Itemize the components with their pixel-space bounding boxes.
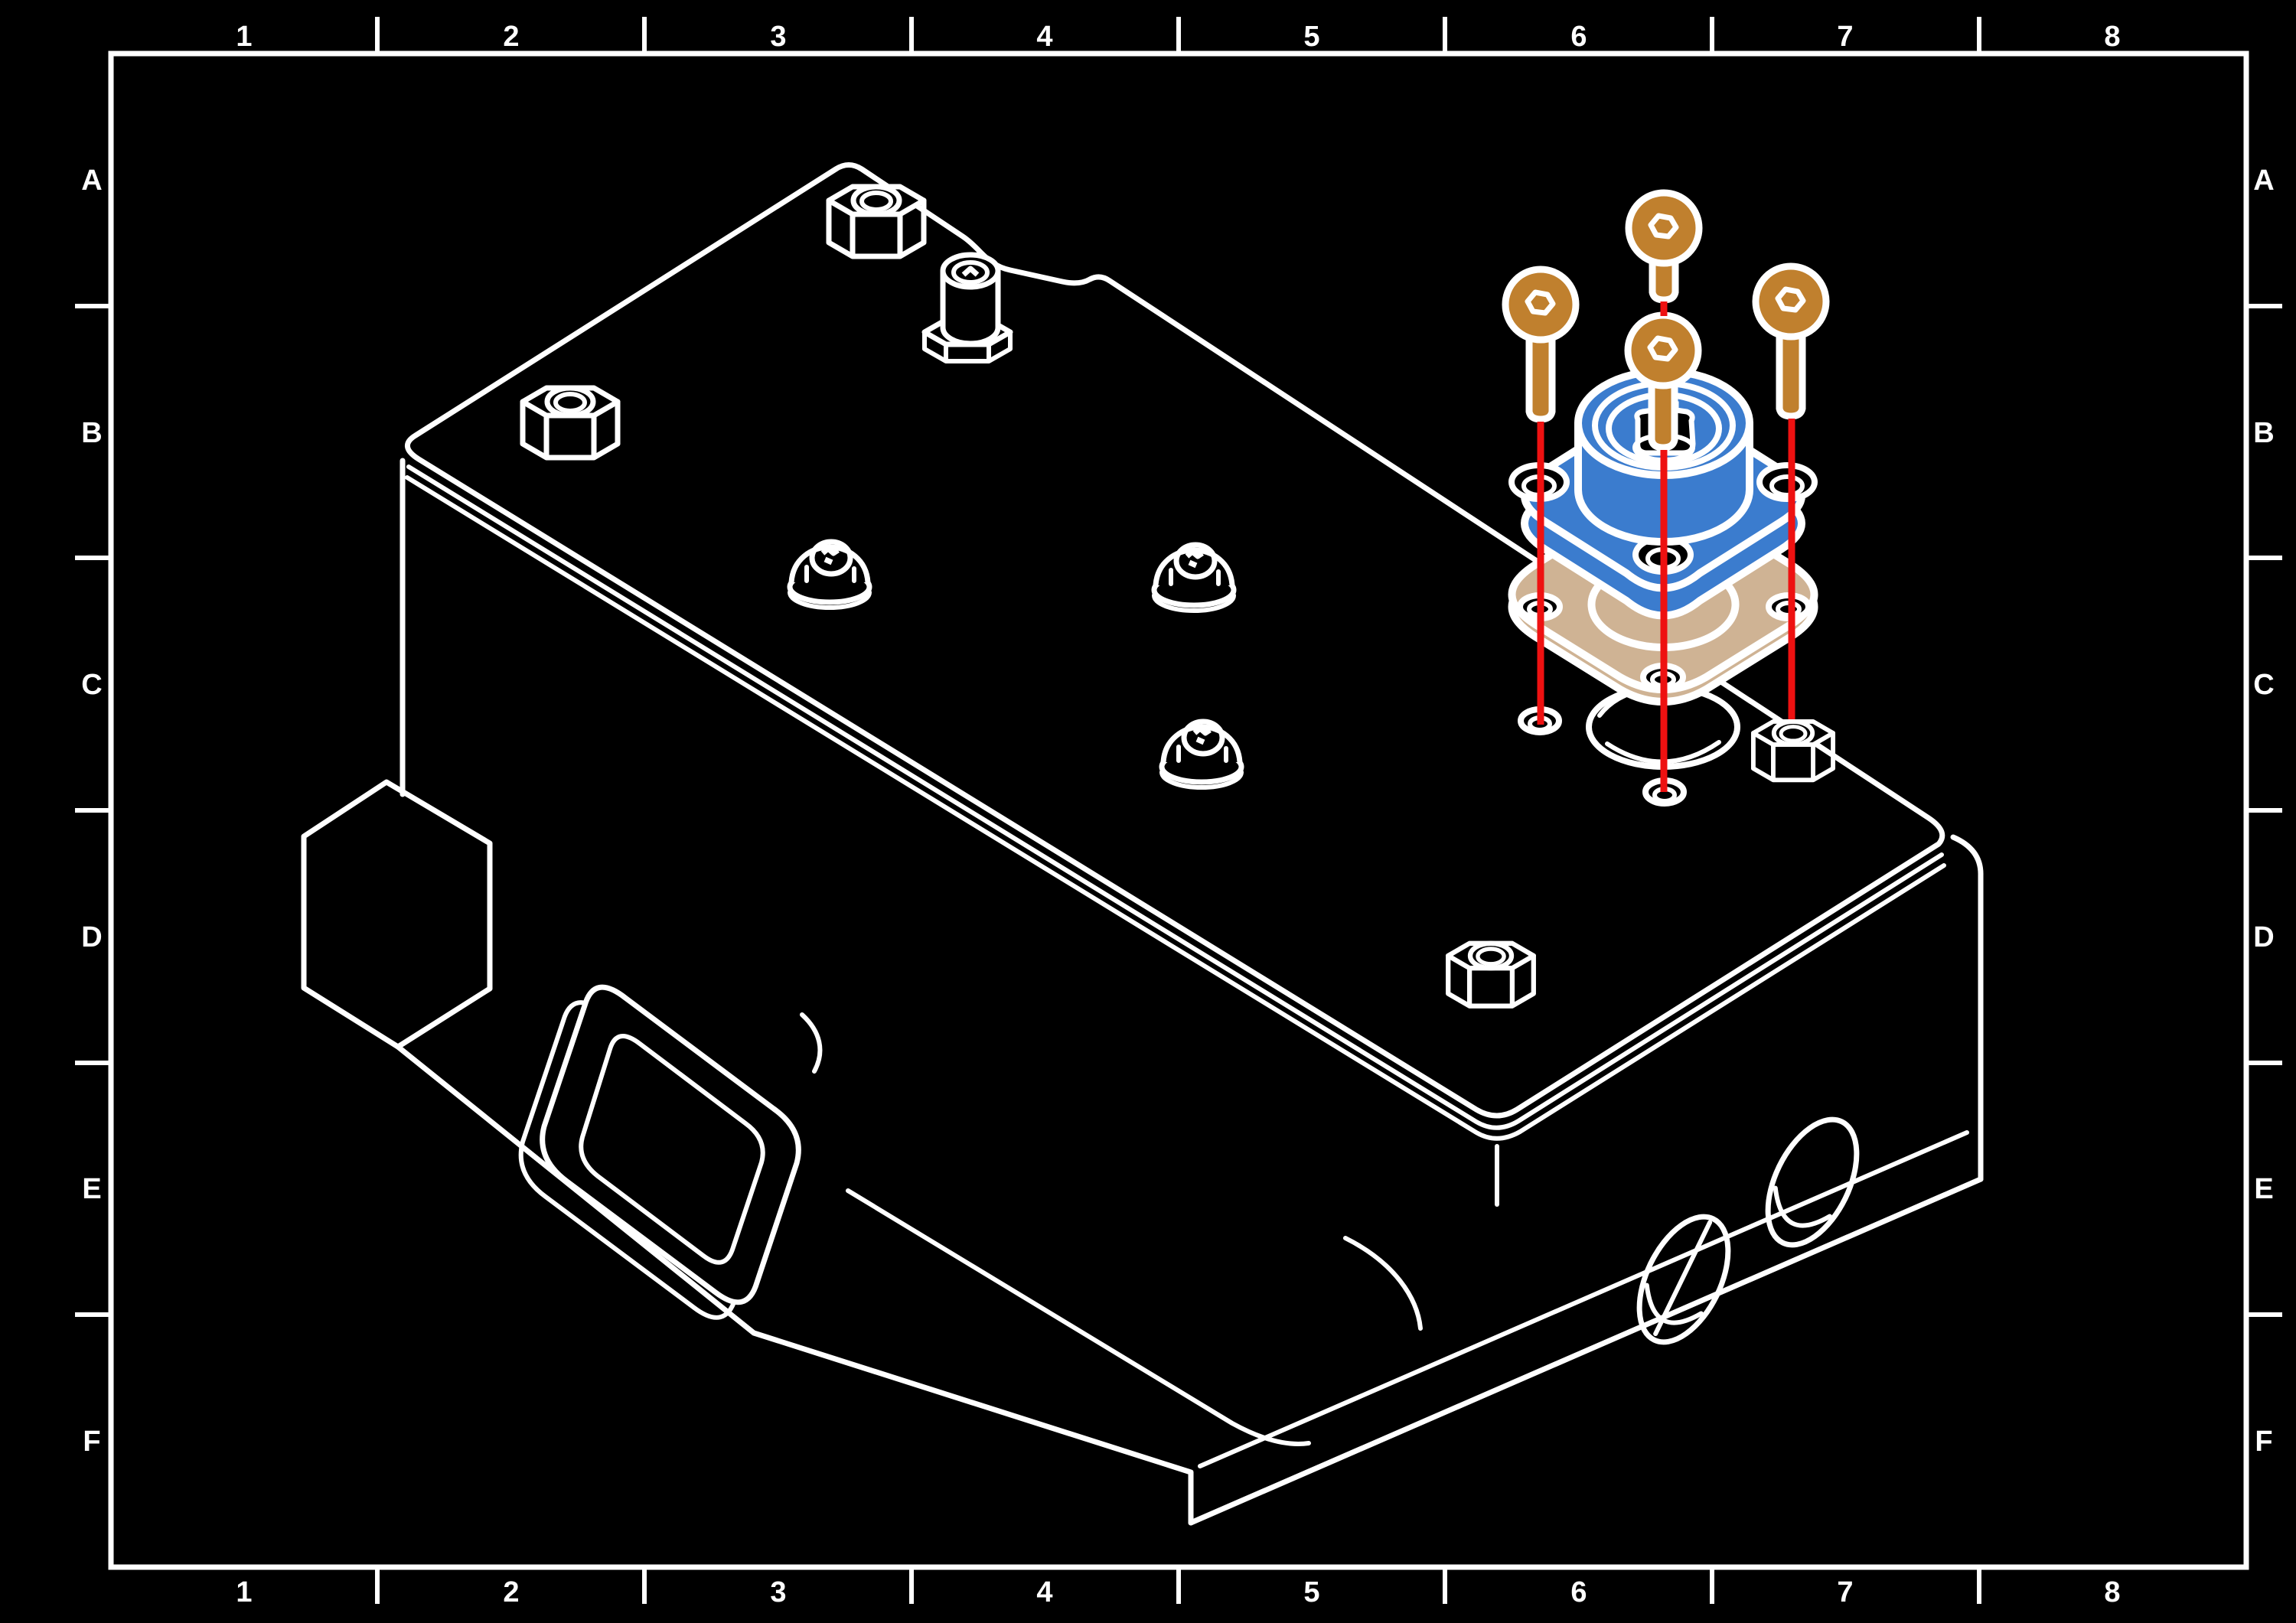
screw-right <box>1752 262 1830 420</box>
row-label-left-B: B <box>81 417 102 449</box>
alignment-lines <box>1537 301 1795 792</box>
enclosure-bottom-right-edge <box>1188 1176 1984 1526</box>
col-label-top-2: 2 <box>503 21 519 53</box>
enclosure-waist-curve-left <box>800 1012 823 1074</box>
flange-hole-right-bore <box>1769 474 1805 497</box>
screw-left <box>1502 266 1580 423</box>
enclosure-side-hole-1 <box>1636 1214 1731 1345</box>
side-hole-2-bore <box>1773 1185 1832 1228</box>
side-hole-1-outline <box>1636 1214 1731 1345</box>
top-plate-thickness-line-2 <box>405 475 1946 1141</box>
col-label-bottom-7: 7 <box>1837 1576 1853 1608</box>
row-label-right-D: D <box>2253 921 2274 953</box>
enclosure-bottom-chamfer-line <box>1198 1130 1969 1468</box>
screw-back-socket <box>1648 213 1679 240</box>
row-label-left-C: C <box>81 669 102 701</box>
screw-center-shaft <box>1648 377 1678 451</box>
screw-right-socket <box>1775 286 1806 313</box>
row-label-left-A: A <box>81 165 102 197</box>
screw-right-head <box>1752 262 1830 341</box>
sma-connector <box>921 252 1013 363</box>
top-plate-fasteners <box>523 187 1833 1006</box>
grid-column-labels: 1 2 3 4 5 6 7 8 1 2 3 4 5 6 7 8 <box>236 21 2120 1608</box>
enclosure-body <box>301 162 1984 1526</box>
frame-ticks-rows <box>75 304 2282 1317</box>
col-label-bottom-5: 5 <box>1303 1576 1319 1608</box>
sma-center-pin <box>961 266 980 277</box>
col-label-bottom-2: 2 <box>503 1576 519 1608</box>
enclosure-port-flange <box>518 984 801 1320</box>
top-plate-thickness-line-1 <box>406 464 1944 1130</box>
enclosure-side-hole-2 <box>1765 1116 1860 1248</box>
enclosure-waist-curve-front <box>846 1188 1311 1446</box>
row-label-right-A: A <box>2253 165 2274 197</box>
side-hole-2-outline <box>1765 1116 1860 1248</box>
col-label-bottom-8: 8 <box>2104 1576 2120 1608</box>
side-hole-1-keyway <box>1653 1220 1713 1337</box>
screw-left-shaft <box>1525 328 1556 423</box>
row-label-left-D: D <box>81 921 102 953</box>
sma-cylinder-inner <box>951 260 990 285</box>
row-label-left-E: E <box>82 1173 101 1205</box>
frame-ticks-columns <box>375 17 1981 1604</box>
col-label-bottom-1: 1 <box>236 1576 252 1608</box>
col-label-top-7: 7 <box>1837 21 1853 53</box>
col-label-top-1: 1 <box>236 21 252 53</box>
row-label-right-E: E <box>2254 1173 2273 1205</box>
row-label-right-B: B <box>2253 417 2274 449</box>
screw-center-head <box>1624 311 1702 389</box>
sma-cylinder <box>940 271 1001 347</box>
row-label-right-F: F <box>2255 1426 2272 1458</box>
col-label-top-3: 3 <box>770 21 786 53</box>
screw-left-head <box>1502 266 1580 344</box>
col-label-bottom-4: 4 <box>1036 1576 1052 1608</box>
col-label-top-8: 8 <box>2104 21 2120 53</box>
col-label-top-4: 4 <box>1036 21 1052 53</box>
screw-back-shaft <box>1649 252 1679 304</box>
enclosure-right-vertical-edge <box>1950 834 1984 1182</box>
col-label-top-5: 5 <box>1303 21 1319 53</box>
screw-center-socket <box>1647 335 1678 362</box>
enclosure-waist-curve-right <box>1343 1236 1423 1331</box>
top-plate-outline <box>405 162 1945 1119</box>
col-label-top-6: 6 <box>1570 21 1587 53</box>
exploded-assembly <box>1502 189 1830 792</box>
screw-right-shaft <box>1776 325 1806 420</box>
row-label-left-F: F <box>83 1426 100 1458</box>
screw-back-head <box>1625 189 1703 267</box>
port-flange-inner-ring <box>579 1034 765 1265</box>
row-label-right-C: C <box>2253 669 2274 701</box>
col-label-bottom-3: 3 <box>770 1576 786 1608</box>
screw-back <box>1625 189 1703 304</box>
enclosure-lower-body <box>301 458 1984 1526</box>
sma-base-hex-sides <box>922 330 1013 363</box>
drawing-frame: 1 2 3 4 5 6 7 8 1 2 3 4 5 6 7 8 A B C D … <box>75 17 2282 1608</box>
col-label-bottom-6: 6 <box>1570 1576 1587 1608</box>
grid-row-labels: A B C D E F A B C D E F <box>81 165 2274 1458</box>
screw-left-socket <box>1525 289 1556 316</box>
